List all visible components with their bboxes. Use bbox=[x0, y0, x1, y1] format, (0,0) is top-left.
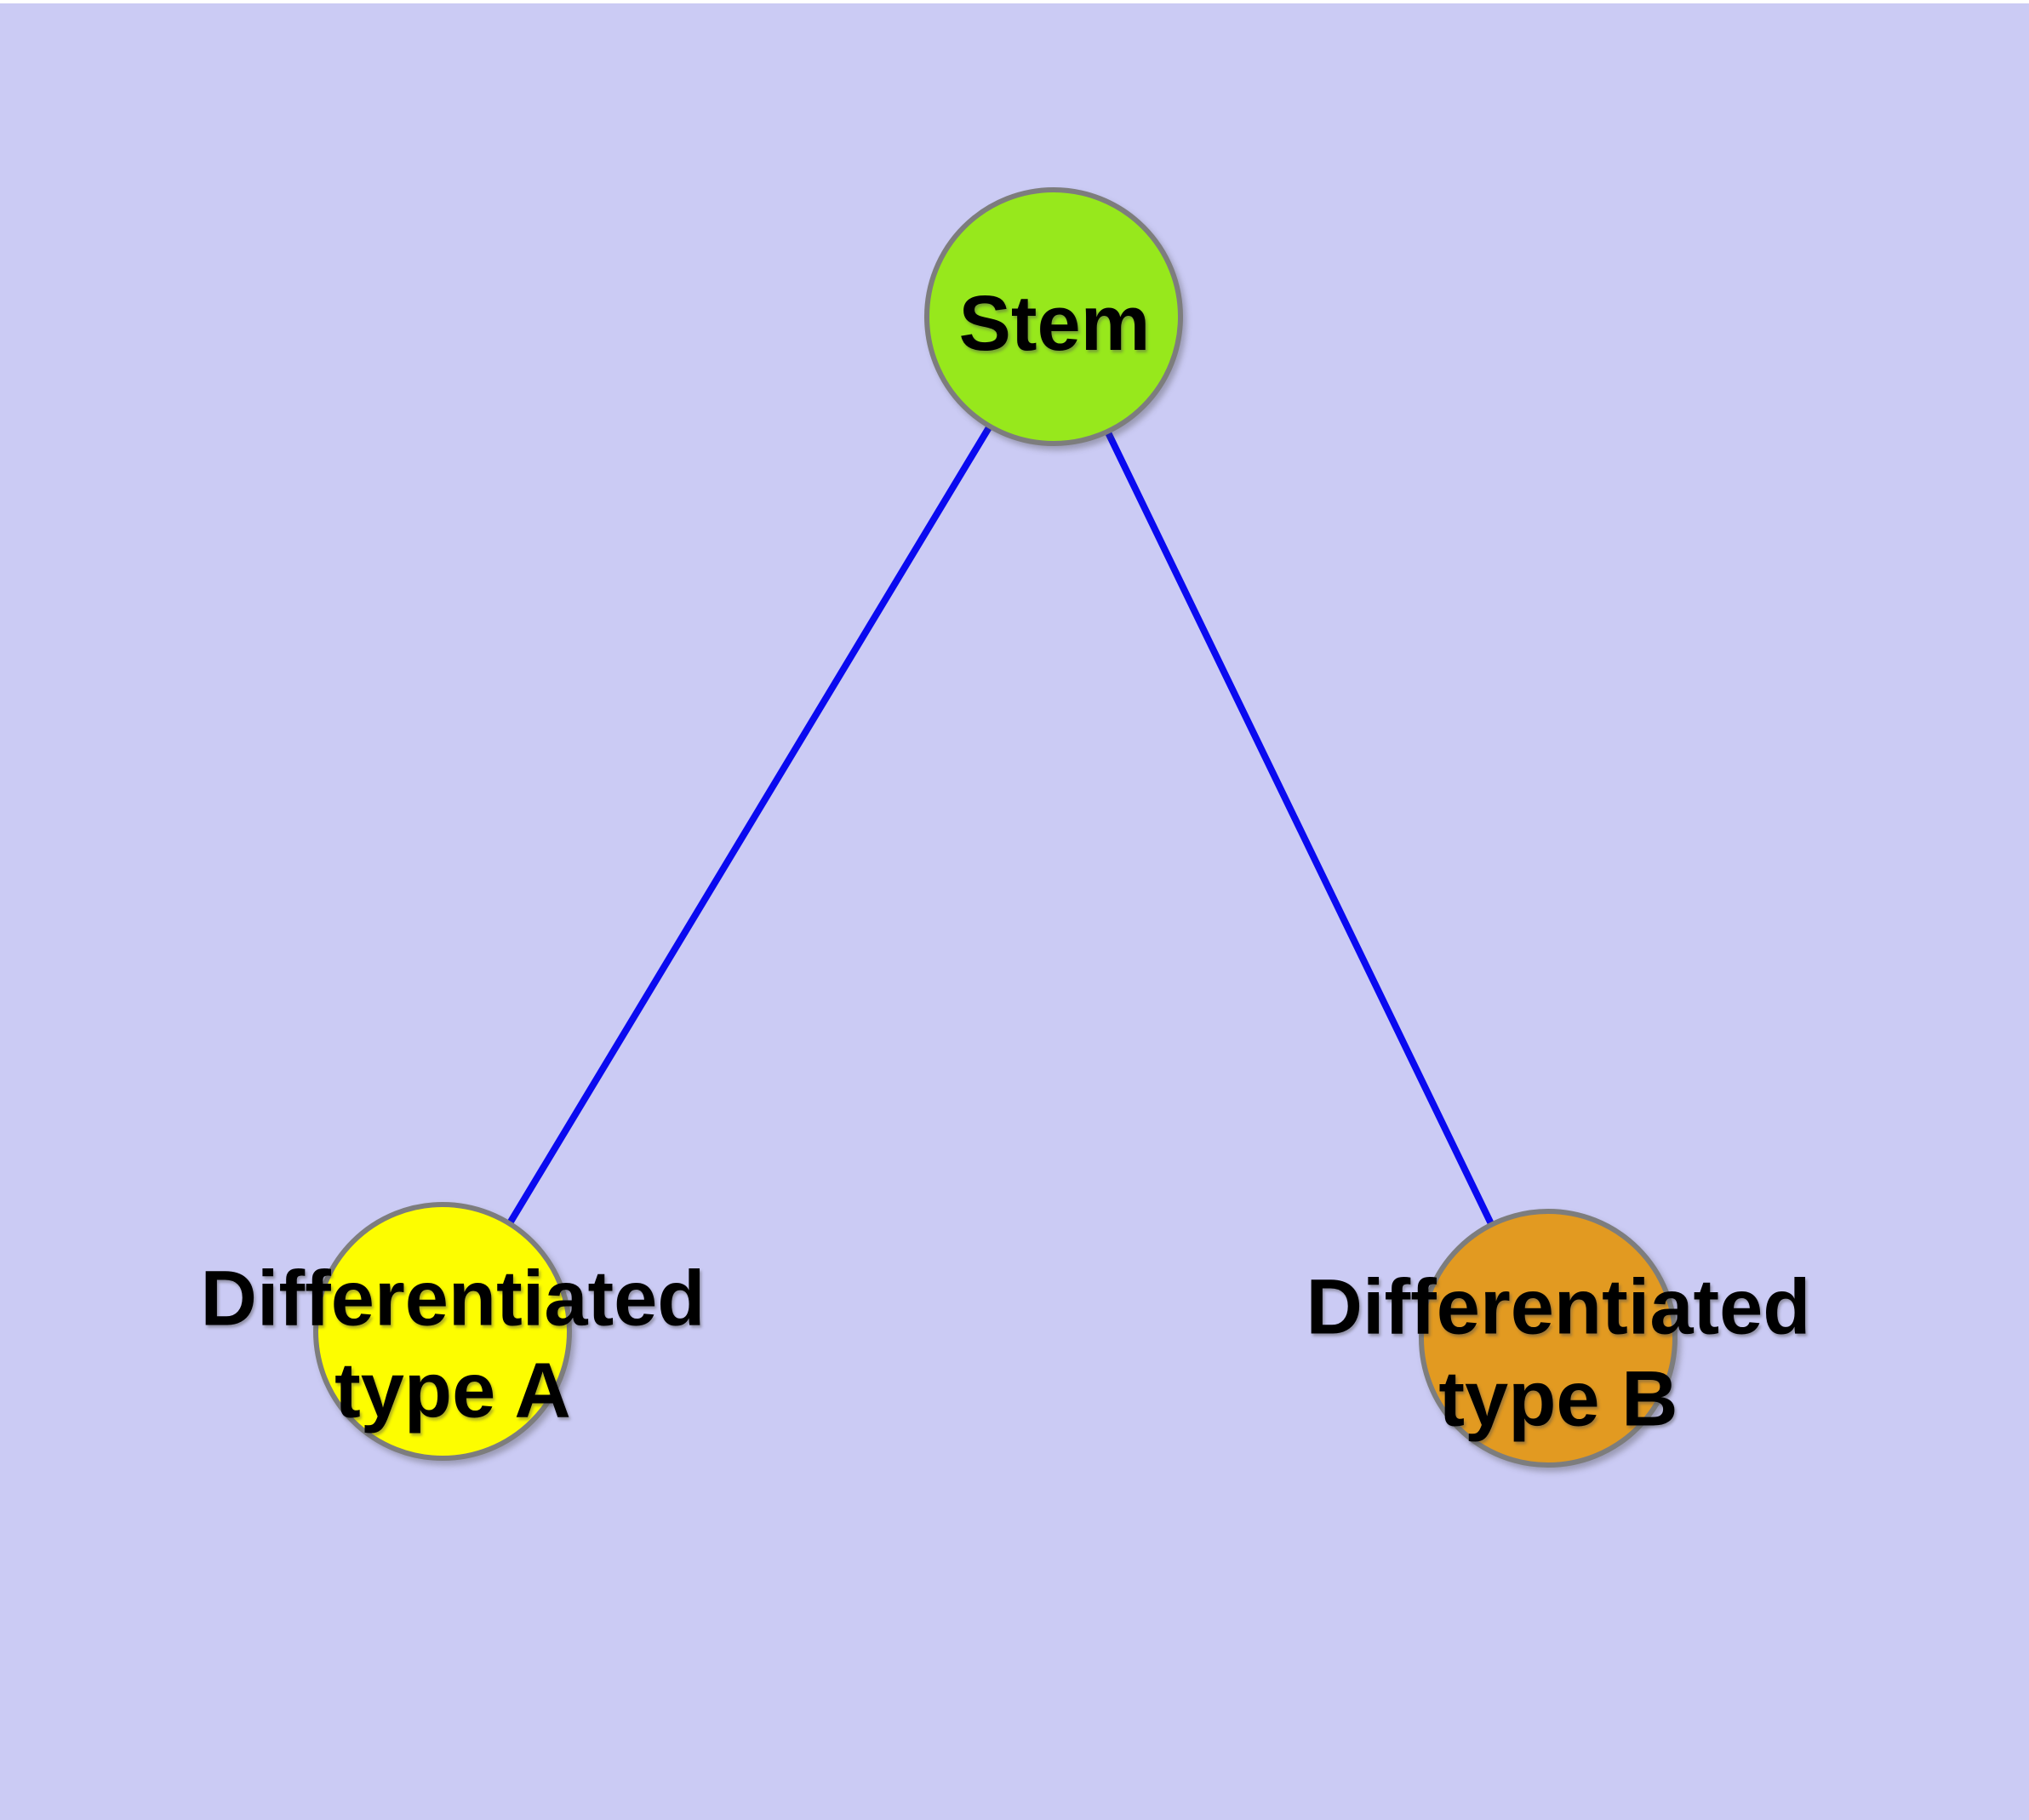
graph-canvas: Stem Differentiated type A Differentiate… bbox=[0, 3, 2029, 1820]
node-differentiated-type-b bbox=[1419, 1209, 1677, 1468]
edge-stem-to-type-b bbox=[1050, 317, 1552, 1345]
edge-layer bbox=[439, 317, 1552, 1345]
edge-stem-to-type-a bbox=[439, 317, 1057, 1338]
node-stem bbox=[924, 187, 1183, 446]
node-label-differentiated-type-a: Differentiated type A bbox=[200, 1255, 706, 1434]
node-label-differentiated-type-b: Differentiated type B bbox=[1306, 1263, 1811, 1442]
node-differentiated-type-a bbox=[313, 1202, 572, 1461]
node-label-stem: Stem bbox=[958, 280, 1151, 368]
